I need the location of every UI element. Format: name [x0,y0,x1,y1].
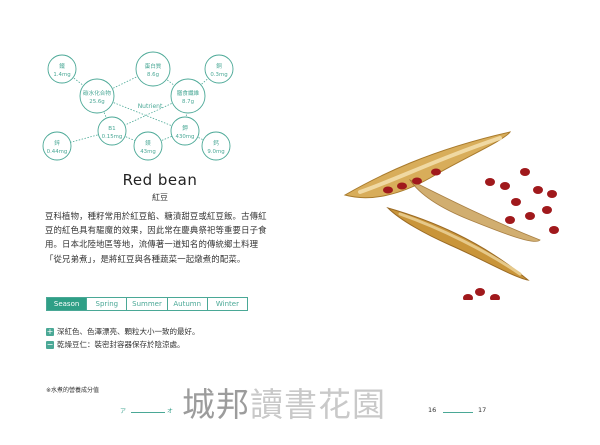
season-tab-winter: Winter [215,300,239,308]
page-number-left: 16 [428,406,437,414]
bean-pod-inner [358,136,502,194]
page-title: Red bean [122,171,198,189]
nutrient-node [97,116,127,146]
nutrient-center-label: Nutrient [138,103,163,110]
nutrient-name: B1 [108,126,116,132]
nutrient-value: 25.6g [89,99,104,105]
index-label-right: オ [167,408,174,415]
nutrient-name: 鋅 [54,139,60,147]
season-tab-season: Season [47,298,88,310]
nutrient-value: 430mg [176,134,195,140]
nutrient-name: 蛋白質 [145,62,162,70]
watermark-part2: 讀書花園 [250,385,386,424]
nutrient-node [135,51,171,87]
red-bean [431,168,441,176]
red-bean [511,198,521,206]
nutrient-name: 膳食纖維 [177,89,200,97]
season-bar: Season Spring Summer Autumn Winter [46,297,248,311]
watermark-part1: 城邦 [182,385,250,424]
red-bean [505,216,515,224]
red-bean [463,294,473,300]
footer-rule [131,412,165,413]
red-bean [490,294,500,300]
red-bean [500,182,510,190]
nutrient-value: 43mg [140,149,156,155]
nutrient-name: 銅 [216,62,222,70]
description-text: 豆科植物，種籽常用於紅豆餡、糖漬甜豆或紅豆飯。古傳紅豆的紅色具有驅魔的效果，因此… [45,211,267,264]
tip-text: 深紅色、色澤漂亮、顆粒大小一致的最好。 [57,327,200,336]
nutrient-node [133,131,163,161]
nutrient-value: 9.0mg [207,149,224,155]
nutrient-value: 0.3mg [210,72,227,78]
tip-storage: − 乾燥豆仁：裝密封容器保存於陰涼處。 [46,339,185,350]
footer-rule [443,412,473,413]
red-bean [549,226,559,234]
page-number-right: 17 [478,406,487,414]
nutrient-value: 8.7g [182,99,194,105]
nutrient-node [47,54,77,84]
nutrient-name: 鉀 [182,124,188,132]
nutrient-name: 鎂 [145,139,151,147]
season-tab-autumn: Autumn [168,298,208,310]
season-tab-spring: Spring [87,298,128,310]
season-tab-summer: Summer [127,298,168,310]
bean-pod [386,206,530,281]
watermark: 城邦讀書花園 [182,378,386,426]
footnote: ※水煮的營養成分值 [46,387,100,394]
plus-icon: + [46,326,54,336]
red-bean [485,178,495,186]
nutrient-value: 0.15mg [102,134,123,140]
red-bean [520,168,530,176]
tip-selection: + 深紅色、色澤漂亮、顆粒大小一致的最好。 [46,326,200,337]
red-bean [542,206,552,214]
red-bean [525,212,535,220]
nutrient-node [42,131,72,161]
nutrient-node [170,78,206,114]
red-bean [547,190,557,198]
nutrient-node [170,116,200,146]
nutrient-name: 鐵 [59,62,65,70]
red-bean [383,186,393,194]
minus-icon: − [46,339,54,349]
tip-text: 乾燥豆仁：裝密封容器保存於陰涼處。 [57,340,185,349]
red-bean [397,182,407,190]
red-bean [412,177,422,185]
index-label-left: ア [120,408,127,415]
nutrient-value: 8.6g [147,72,159,78]
page-subtitle: 紅豆 [152,193,168,202]
red-bean-illustration [343,131,559,300]
red-bean [475,288,485,296]
bean-pod [408,178,541,242]
nutrient-name: 鈣 [213,139,219,147]
nutrient-node [204,54,234,84]
red-bean [533,186,543,194]
nutrient-value: 1.4mg [53,72,70,78]
nutrient-diagram: Nutrient 鐵 1.4mg 蛋白質 8.6g 銅 0.3mg 碳水化合物 25.6g 膳食纖… [42,51,234,161]
bean-pod-inner [398,212,522,276]
nutrient-name: 碳水化合物 [83,89,111,97]
nutrient-node [201,131,231,161]
nutrient-value: 0.44mg [47,149,68,155]
nutrient-node [79,78,115,114]
